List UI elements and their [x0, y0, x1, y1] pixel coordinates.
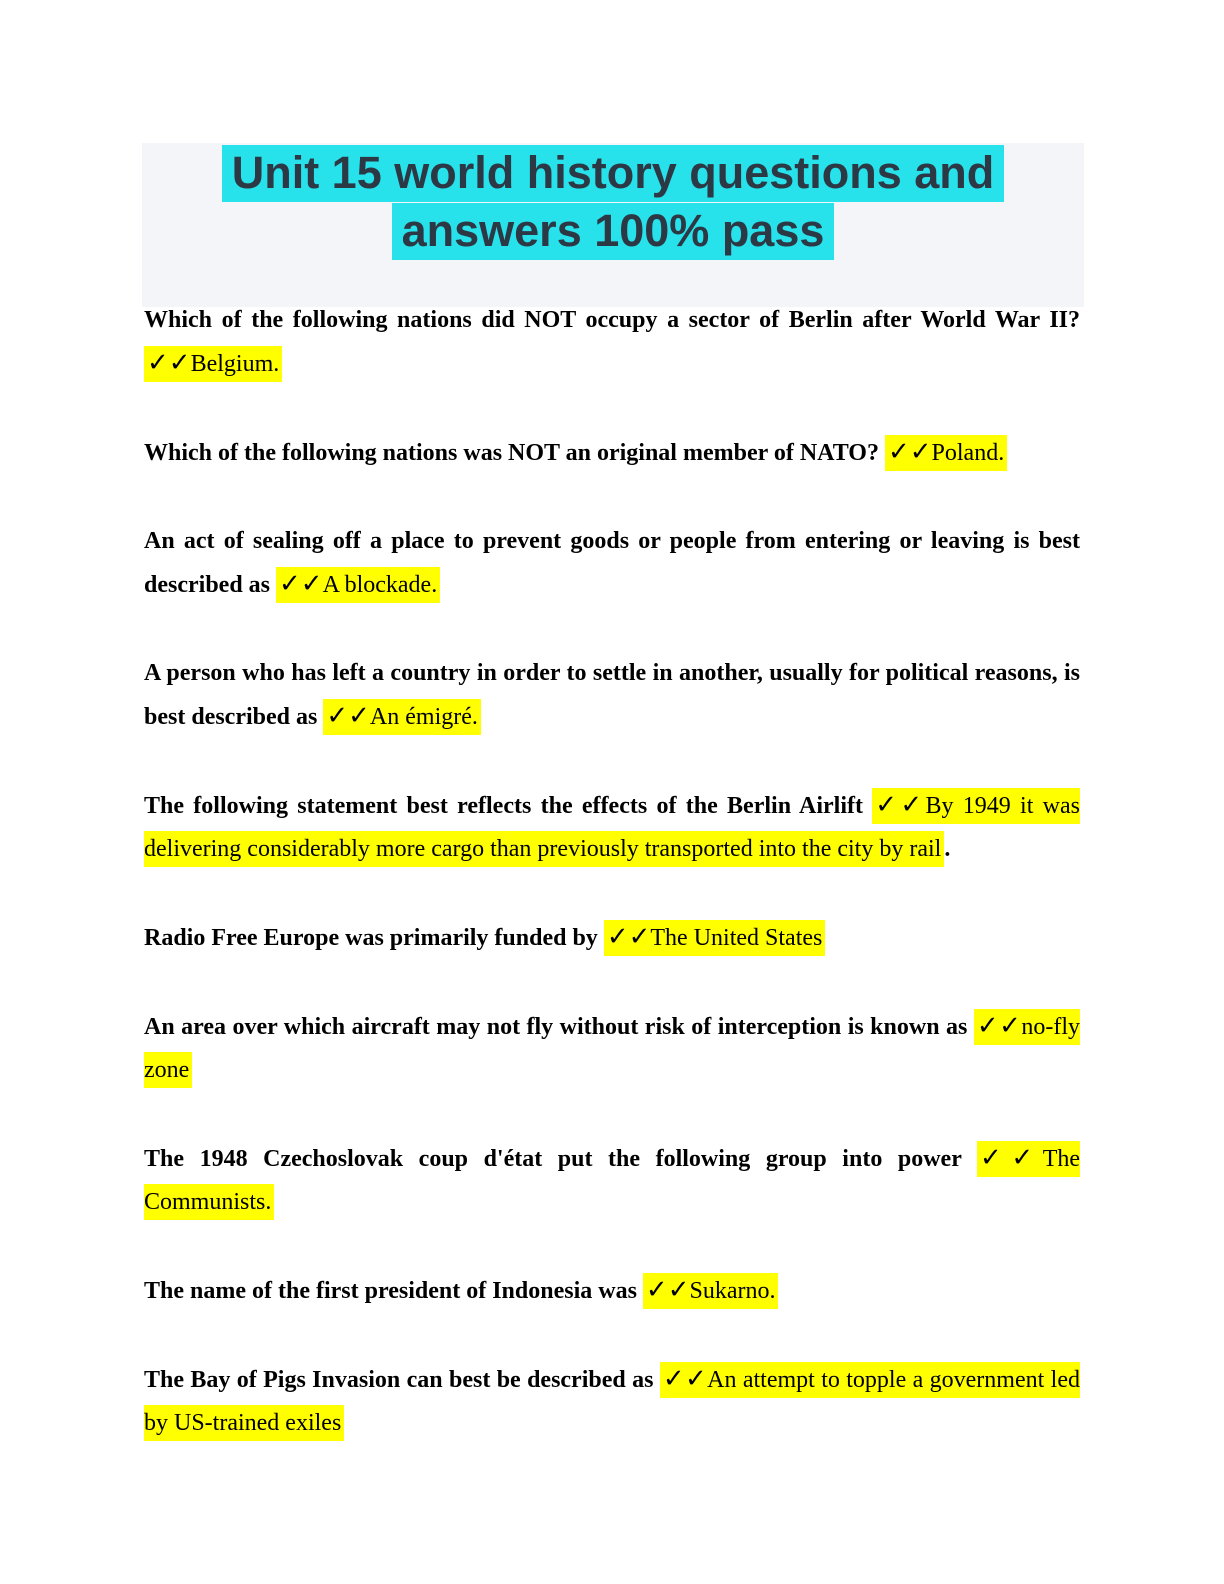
question-text: The 1948 Czechoslovak coup d'état put th… [144, 1146, 977, 1172]
answer-highlight: ✓✓Sukarno. [642, 1273, 779, 1309]
answer-highlight: ✓✓The United States [603, 920, 826, 956]
checkmark-icon: ✓✓ [976, 1011, 1022, 1041]
answer-text: An émigré. [369, 704, 478, 730]
answer-text: Poland. [931, 440, 1005, 466]
question-text: Radio Free Europe was primarily funded b… [144, 925, 604, 951]
question-text: The following statement best reflects th… [144, 793, 873, 819]
qa-paragraph: Which of the following nations was NOT a… [144, 431, 1080, 475]
question-text: A person who has left a country in order… [144, 660, 1080, 730]
answer-text: An attempt to topple a government led by… [144, 1367, 1080, 1436]
qa-list: Which of the following nations did NOT o… [144, 299, 1081, 1490]
qa-paragraph: The name of the first president of Indon… [144, 1269, 1080, 1313]
qa-paragraph: Which of the following nations did NOT o… [144, 299, 1080, 386]
answer-text: By 1949 it was delivering considerably m… [144, 793, 1081, 862]
checkmark-icon: ✓✓ [875, 790, 926, 820]
checkmark-icon: ✓✓ [645, 1275, 690, 1305]
question-text: The name of the first president of Indon… [144, 1278, 643, 1304]
qa-paragraph: The 1948 Czechoslovak coup d'état put th… [144, 1137, 1081, 1224]
checkmark-icon: ✓✓ [606, 922, 651, 952]
checkmark-icon: ✓✓ [662, 1364, 708, 1394]
qa-paragraph: Radio Free Europe was primarily funded b… [144, 916, 1080, 960]
question-text: An act of sealing off a place to prevent… [144, 528, 1080, 598]
answer-highlight: ✓✓A blockade. [276, 567, 441, 603]
answer-suffix: . [944, 836, 951, 862]
title-line-2: answers 100% pass [391, 203, 835, 260]
checkmark-icon: ✓✓ [980, 1143, 1043, 1173]
checkmark-icon: ✓✓ [326, 701, 370, 731]
checkmark-icon: ✓✓ [887, 437, 932, 467]
qa-paragraph: The following statement best reflects th… [144, 784, 1081, 871]
qa-paragraph: A person who has left a country in order… [144, 652, 1080, 739]
question-text: The Bay of Pigs Invasion can best be des… [144, 1367, 660, 1393]
question-text: Which of the following nations did NOT o… [144, 307, 1080, 333]
answer-highlight: ✓✓Poland. [884, 435, 1008, 471]
answer-highlight: ✓✓An émigré. [323, 699, 481, 735]
checkmark-icon: ✓✓ [279, 569, 323, 599]
qa-paragraph: An act of sealing off a place to prevent… [144, 520, 1080, 607]
answer-text: A blockade. [322, 572, 438, 598]
answer-text: The Communists. [144, 1146, 1081, 1215]
answer-text: Sukarno. [689, 1278, 776, 1304]
answer-text: The United States [650, 925, 823, 951]
qa-paragraph: The Bay of Pigs Invasion can best be des… [144, 1358, 1080, 1445]
checkmark-icon: ✓✓ [147, 348, 191, 378]
question-text: An area over which aircraft may not fly … [144, 1014, 974, 1040]
answer-text: no-fly zone [144, 1014, 1080, 1083]
title-line-1: Unit 15 world history questions and [221, 145, 1005, 202]
question-text: Which of the following nations was NOT a… [144, 440, 885, 466]
answer-text: Belgium. [190, 351, 280, 377]
answer-highlight: ✓✓Belgium. [144, 346, 283, 382]
qa-paragraph: An area over which aircraft may not fly … [144, 1005, 1080, 1092]
